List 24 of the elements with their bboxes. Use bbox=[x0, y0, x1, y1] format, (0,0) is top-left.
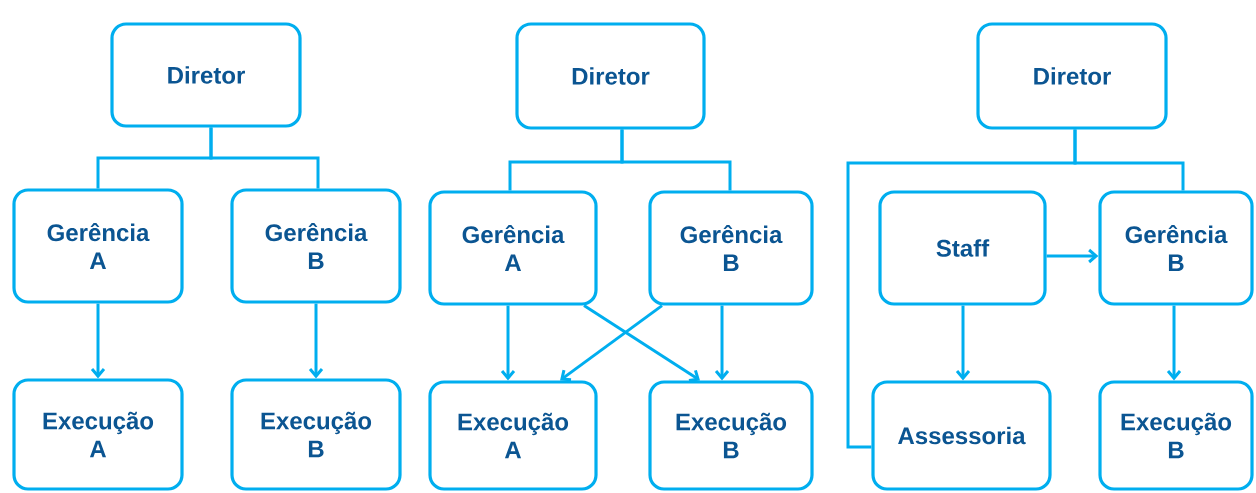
org-box: Execução A bbox=[12, 378, 184, 491]
org-box: Gerência B bbox=[1098, 190, 1254, 306]
org-box: Diretor bbox=[515, 22, 706, 130]
connector-arrow bbox=[955, 305, 971, 381]
org-box: Execução A bbox=[428, 380, 598, 491]
org-box: Assessoria bbox=[871, 380, 1052, 491]
connector-arrow bbox=[308, 303, 324, 379]
org-box: Execução B bbox=[1098, 380, 1254, 491]
connector-arrow bbox=[583, 304, 700, 382]
connector-arrow bbox=[1046, 248, 1099, 264]
org-box: Diretor bbox=[976, 22, 1168, 130]
org-box: Diretor bbox=[110, 22, 302, 128]
org-box: Gerência A bbox=[428, 190, 598, 306]
connector-arrow bbox=[714, 305, 730, 381]
org-box: Execução B bbox=[230, 378, 402, 491]
org-box: Gerência B bbox=[230, 188, 402, 304]
org-box: Execução B bbox=[648, 380, 814, 491]
connector-arrow bbox=[90, 303, 106, 379]
connector-arrow bbox=[1166, 305, 1182, 381]
connector-arrow bbox=[500, 305, 516, 381]
org-box: Gerência A bbox=[12, 188, 184, 304]
org-box: Staff bbox=[878, 190, 1047, 306]
connector-arrow bbox=[560, 304, 663, 382]
org-box: Gerência B bbox=[648, 190, 814, 306]
